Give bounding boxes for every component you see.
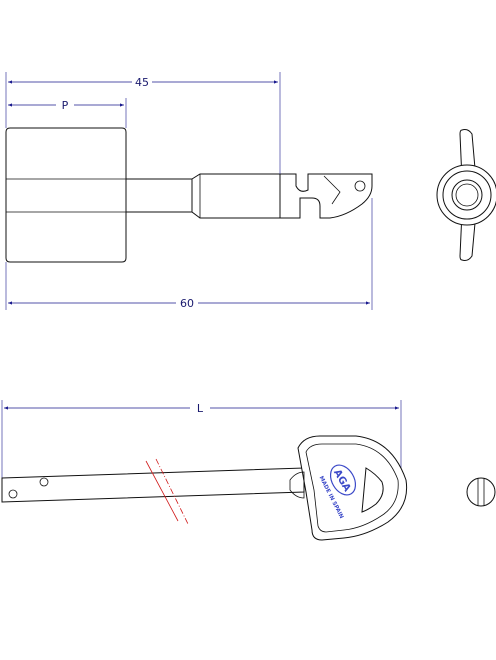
key-shield-window bbox=[361, 467, 384, 513]
key-shank bbox=[125, 178, 193, 213]
aga-logo-oval bbox=[329, 464, 357, 496]
top-end-view bbox=[436, 129, 496, 261]
key-collar bbox=[191, 173, 281, 219]
key-blade bbox=[279, 173, 373, 219]
top-key-view bbox=[5, 127, 373, 263]
dimension-l-label: L bbox=[197, 402, 204, 415]
bottom-extension-lines bbox=[1, 400, 402, 478]
dimension-p: P bbox=[8, 99, 124, 112]
break-line-1 bbox=[145, 460, 179, 522]
dimension-l: L bbox=[4, 402, 399, 415]
break-line-2 bbox=[155, 458, 189, 525]
key-shield-handle bbox=[297, 435, 408, 541]
key-head bbox=[5, 127, 127, 263]
bottom-end-view bbox=[466, 477, 496, 507]
top-extension-lines bbox=[5, 72, 373, 310]
dimension-60-label: 60 bbox=[180, 297, 194, 310]
dimension-45-label: 45 bbox=[135, 76, 149, 89]
dimension-45: 45 bbox=[8, 76, 278, 89]
bottom-key-view: AGA MADE IN SPAIN bbox=[1, 435, 408, 541]
dimension-p-label: P bbox=[62, 99, 69, 112]
dimension-60: 60 bbox=[8, 297, 370, 310]
key-bar bbox=[1, 467, 305, 503]
